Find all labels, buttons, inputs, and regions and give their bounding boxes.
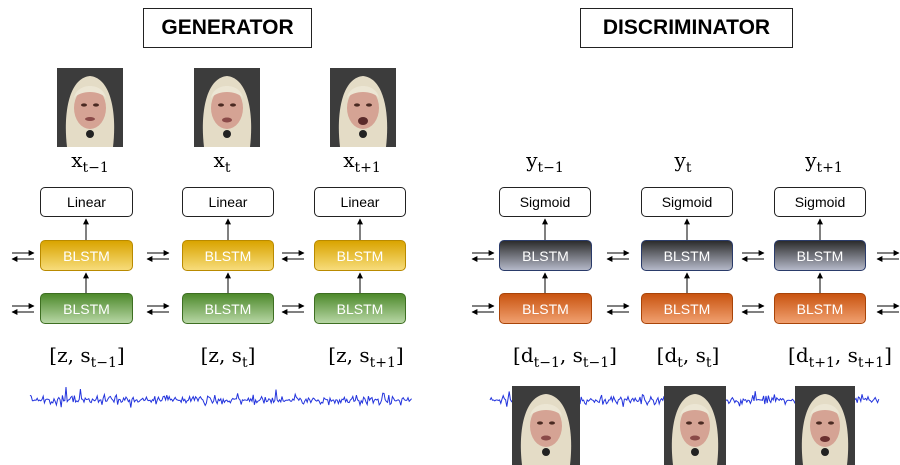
discriminator-blstm-bottom-t-1: BLSTM <box>499 293 592 324</box>
face-image-discriminator-t <box>664 386 726 465</box>
discriminator-sigmoid-box-t: Sigmoid <box>641 187 733 217</box>
discriminator-blstm-top-t: BLSTM <box>641 240 733 271</box>
discriminator-blstm-top-t+1: BLSTM <box>774 240 866 271</box>
generator-linear-box-t-1: Linear <box>40 187 133 217</box>
generator-blstm-bottom-t: BLSTM <box>182 293 274 324</box>
vertical-arrows <box>83 218 823 293</box>
face-image-discriminator-t-1 <box>512 386 580 465</box>
discriminator-title: DISCRIMINATOR <box>580 8 793 48</box>
discriminator-output-label-t: yt <box>674 148 692 176</box>
generator-input-label-t+1: [z, st+1] <box>328 343 404 371</box>
discriminator-sigmoid-box-t-1: Sigmoid <box>499 187 591 217</box>
generator-title: GENERATOR <box>143 8 312 48</box>
generator-linear-box-t: Linear <box>182 187 274 217</box>
generator-output-label-t-1: xt−1 <box>71 148 109 176</box>
discriminator-blstm-top-t-1: BLSTM <box>499 240 592 271</box>
discriminator-blstm-bottom-t+1: BLSTM <box>774 293 866 324</box>
generator-blstm-bottom-t+1: BLSTM <box>314 293 406 324</box>
recurrent-arrows <box>11 250 900 315</box>
discriminator-input-label-t-1: [dt−1, st−1] <box>513 343 617 371</box>
audio-waveforms <box>29 387 880 408</box>
face-image-generator-t <box>194 68 260 147</box>
face-image-generator-t+1 <box>330 68 396 147</box>
discriminator-sigmoid-box-t+1: Sigmoid <box>774 187 866 217</box>
generator-blstm-bottom-t-1: BLSTM <box>40 293 133 324</box>
face-image-discriminator-t+1 <box>795 386 855 465</box>
discriminator-input-label-t+1: [dt+1, st+1] <box>788 343 892 371</box>
discriminator-output-label-t-1: yt−1 <box>526 148 564 176</box>
generator-output-label-t+1: xt+1 <box>343 148 381 176</box>
generator-linear-box-t+1: Linear <box>314 187 406 217</box>
discriminator-input-label-t: [dt, st] <box>656 343 720 371</box>
generator-audio-waveform <box>29 387 412 408</box>
face-image-generator-t-1 <box>57 68 123 147</box>
generator-output-label-t: xt <box>213 148 231 176</box>
discriminator-output-label-t+1: yt+1 <box>805 148 843 176</box>
generator-blstm-top-t-1: BLSTM <box>40 240 133 271</box>
generator-input-label-t-1: [z, st−1] <box>49 343 125 371</box>
discriminator-blstm-bottom-t: BLSTM <box>641 293 733 324</box>
generator-blstm-top-t: BLSTM <box>182 240 274 271</box>
generator-blstm-top-t+1: BLSTM <box>314 240 406 271</box>
generator-input-label-t: [z, st] <box>200 343 256 371</box>
